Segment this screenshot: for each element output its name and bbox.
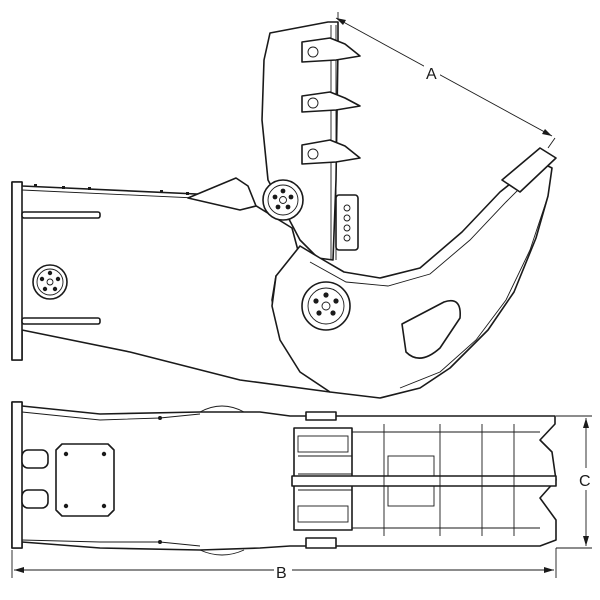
boom-slot bbox=[21, 211, 101, 219]
bolt-block bbox=[335, 194, 359, 251]
dimension-b-label: B bbox=[276, 565, 287, 582]
top-mounting-plate bbox=[11, 401, 23, 549]
jaw-slot bbox=[401, 299, 461, 359]
mounting-plate bbox=[11, 181, 23, 361]
upper-jaw-teeth bbox=[301, 37, 361, 165]
dimension-a bbox=[335, 12, 556, 149]
hydraulic-bracket bbox=[187, 177, 257, 211]
top-view: C B bbox=[11, 401, 594, 582]
lower-pivot-pin bbox=[301, 281, 351, 331]
dimension-c bbox=[556, 415, 594, 549]
dimension-b bbox=[11, 548, 557, 580]
jaw-tip bbox=[501, 147, 557, 193]
upper-pivot-pin bbox=[262, 179, 304, 221]
dimension-c-label: C bbox=[579, 473, 591, 490]
top-mount-pad bbox=[55, 443, 115, 517]
top-outline bbox=[11, 401, 557, 551]
side-view: A bbox=[11, 12, 557, 399]
dimension-a-label: A bbox=[426, 66, 437, 83]
top-center-bar bbox=[291, 475, 557, 487]
boom-slot bbox=[21, 317, 101, 325]
top-tab bbox=[305, 537, 337, 549]
mount-bolt-pattern bbox=[32, 264, 68, 300]
top-tab bbox=[305, 411, 337, 421]
